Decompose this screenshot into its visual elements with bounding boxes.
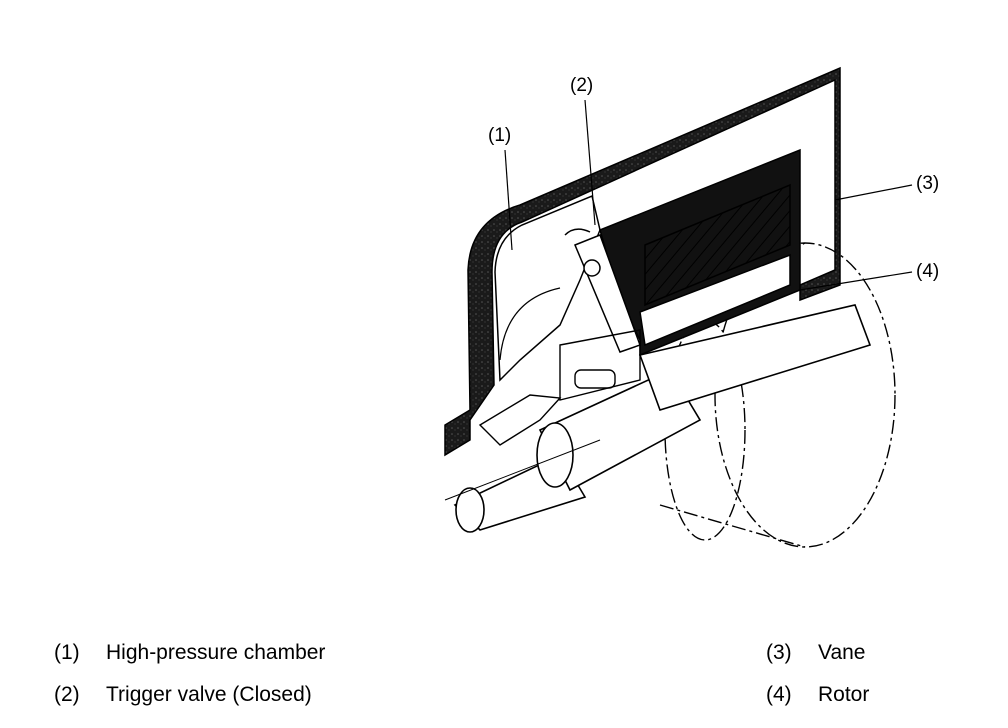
legend-label: Trigger valve (Closed) <box>106 683 312 706</box>
base-seal <box>478 329 641 446</box>
callout-1: (1) <box>488 125 512 146</box>
housing <box>444 66 841 457</box>
callout-4: (4) <box>916 261 940 282</box>
legend-label: High-pressure chamber <box>106 641 326 664</box>
shaft <box>444 304 872 533</box>
legend-item-1: (1) High-pressure chamber <box>54 642 325 663</box>
legend-number: (1) <box>54 641 80 664</box>
legend-label: Rotor <box>818 683 870 706</box>
legend-number: (3) <box>766 641 792 664</box>
high-pressure-chamber <box>494 194 601 382</box>
rotor <box>639 253 791 347</box>
legend-number: (4) <box>766 683 792 706</box>
legend-item-3: (3) Vane <box>766 642 866 663</box>
legend-item-2: (2) Trigger valve (Closed) <box>54 684 312 705</box>
legend-label: Vane <box>818 641 866 664</box>
callout-3: (3) <box>916 173 940 194</box>
chamber-curve <box>499 287 561 361</box>
legend-number: (2) <box>54 683 80 706</box>
leader-lines <box>504 99 913 291</box>
legend-item-4: (4) Rotor <box>766 684 869 705</box>
callout-2: (2) <box>570 75 594 96</box>
vane <box>644 183 791 307</box>
